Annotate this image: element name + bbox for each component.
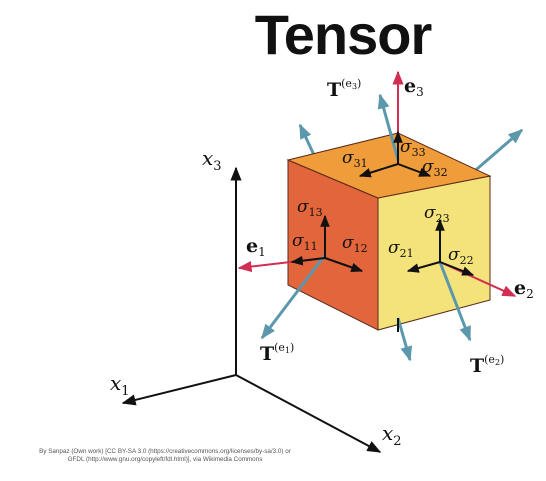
stress-arrow-21	[406, 261, 441, 273]
sigma-33-label: σ33	[400, 137, 426, 159]
sigma-13-label: σ13	[297, 197, 323, 219]
traction-arrow-bottom	[396, 317, 413, 362]
sigma-22-label: σ22	[448, 245, 474, 267]
stress-component-arrows	[290, 130, 475, 332]
t2-label: T(e2)	[470, 353, 504, 377]
x2-axis	[235, 374, 382, 453]
stress-arrow-12	[324, 257, 364, 272]
e2-label: e2	[514, 277, 534, 301]
t3-label: T(e3)	[327, 77, 361, 101]
stress-arrow-11	[290, 255, 326, 266]
attribution-credit: By Sanpaz (Own work) [CC BY-SA 3.0 (http…	[0, 448, 330, 464]
stress-labels: σ13 σ11 σ12 σ23 σ21 σ22 σ31 σ33 σ32	[292, 137, 474, 267]
back-traction-arrow-top-right	[469, 128, 524, 177]
page-title: Tensor	[254, 3, 433, 66]
stress-arrow-22	[439, 261, 475, 276]
sigma-12-label: σ12	[342, 233, 368, 255]
coordinate-axes	[121, 166, 382, 453]
traction-arrows	[260, 93, 472, 362]
traction-arrow-t2	[438, 261, 472, 342]
cube-face-top	[286, 132, 492, 199]
credit-line-1: By Sanpaz (Own work) [CC BY-SA 3.0 (http…	[39, 448, 291, 455]
e1-label: e1	[246, 235, 266, 259]
e3-label: e3	[404, 75, 424, 99]
stress-arrow-31	[358, 163, 399, 178]
credit-line-2: GFDL (http://www.gnu.org/copyleft/fdl.ht…	[67, 456, 263, 463]
sigma-23-label: σ23	[424, 203, 450, 225]
traction-arrow-t1	[260, 254, 327, 340]
sigma-21-label: σ21	[388, 238, 414, 260]
x2-axis-label: x2	[382, 421, 402, 449]
t1-label: T(e1)	[260, 341, 294, 365]
stress-arrow-32	[397, 163, 432, 177]
traction-arrow-t3	[377, 93, 400, 161]
sigma-11-label: σ11	[292, 231, 318, 253]
x1-axis	[121, 374, 237, 406]
sigma-31-label: σ31	[342, 148, 368, 170]
sigma-32-label: σ32	[422, 157, 448, 179]
stress-cube	[286, 132, 492, 331]
x3-axis-label: x3	[202, 146, 222, 174]
x1-axis-label: x1	[110, 371, 130, 399]
